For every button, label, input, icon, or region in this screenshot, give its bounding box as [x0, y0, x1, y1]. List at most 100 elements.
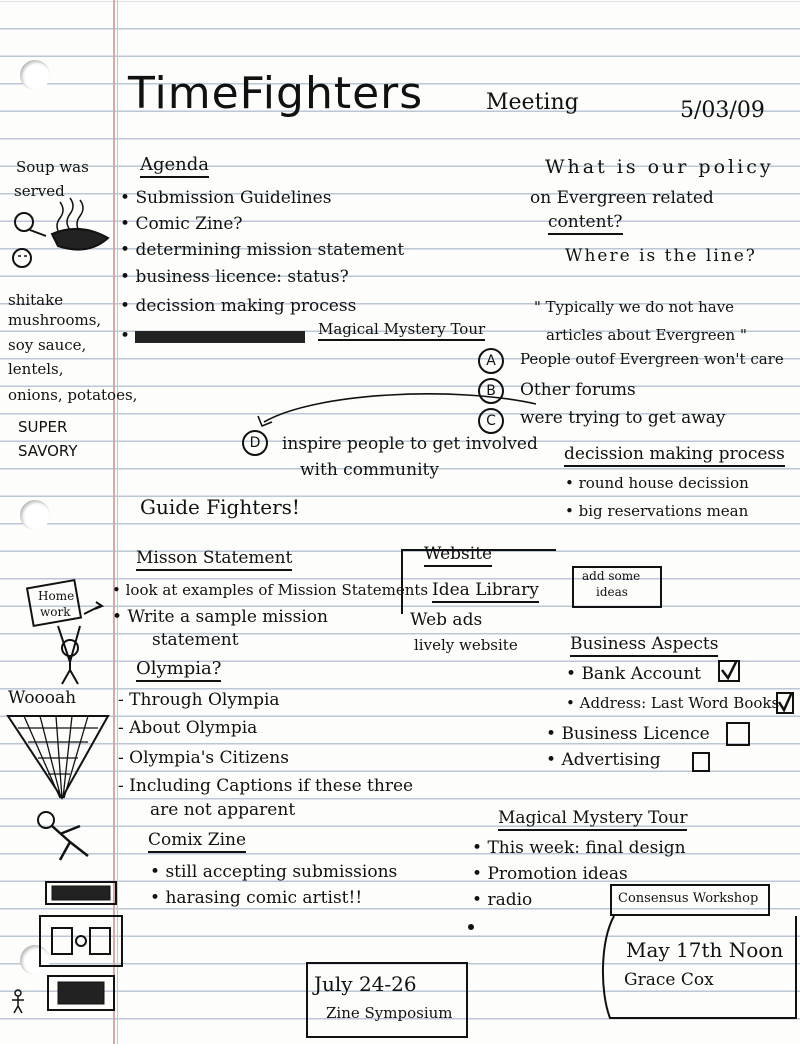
agenda-item: Magical Mystery Tour — [318, 322, 486, 341]
arrow-to-d-icon — [257, 393, 537, 428]
marker-c-icon: C — [478, 408, 504, 434]
punch-hole-top — [20, 60, 50, 90]
olympia-item: - About Olympia — [118, 718, 258, 738]
punch-hole-bottom — [20, 945, 50, 975]
agenda-item: • determining mission statement — [120, 240, 405, 260]
zine-symposium-dates: July 24-26 — [314, 972, 417, 996]
website-item: lively website — [414, 636, 518, 654]
decision-heading: decission making process — [564, 446, 785, 467]
consensus-when: May 17th Noon — [626, 938, 784, 962]
scribbled-out-text — [135, 330, 306, 343]
ingredient-line: shitake — [8, 291, 64, 309]
zine-symposium-box — [306, 962, 468, 1038]
policy-quote: " Typically we do not have — [534, 298, 735, 316]
business-item: • Advertising — [546, 750, 661, 770]
ingredient-line: soy sauce, — [8, 336, 87, 354]
homework-label: Home — [38, 589, 75, 603]
website-bracket — [401, 549, 556, 614]
wooah-label: Woooah — [8, 688, 77, 708]
comix-heading: Comix Zine — [148, 832, 247, 853]
agenda-item-crossed: • — [120, 328, 306, 345]
mystery-tour-heading: Magical Mystery Tour — [498, 810, 688, 831]
guide-fighters: Guide Fighters! — [140, 495, 300, 519]
mission-item: • Write a sample mission — [112, 607, 328, 627]
comix-item: • harasing comic artist!! — [150, 888, 363, 908]
policy-option: were trying to get away — [520, 408, 726, 428]
tiny-figure-icon — [12, 989, 24, 1014]
add-ideas-text: ideas — [596, 585, 628, 599]
margin-line — [113, 0, 115, 1044]
business-item: • Business Licence — [546, 724, 710, 744]
website-item: Web ads — [410, 610, 483, 630]
olympia-heading: Olympia? — [136, 660, 222, 682]
steam-doodle-icon — [12, 197, 110, 268]
business-licence-checkbox — [726, 722, 750, 746]
margin-line-inner — [117, 0, 118, 1044]
ingredient-line: onions, potatoes, — [8, 386, 138, 404]
decision-item: • round house decission — [565, 474, 749, 492]
agenda-item: • Comic Zine? — [120, 214, 243, 234]
inspire-line: inspire people to get involved — [282, 434, 538, 454]
verdict-line: SAVORY — [18, 442, 78, 460]
ingredient-line: lentels, — [8, 360, 64, 378]
add-ideas-box — [572, 566, 662, 608]
bank-account-checkbox — [718, 657, 740, 682]
agenda-item: • Submission Guidelines — [120, 188, 332, 208]
consensus-box-outline — [601, 915, 797, 1019]
agenda-item: • business licence: status? — [120, 267, 349, 287]
mission-item: • look at examples of Mission Statements — [112, 581, 429, 599]
funnel-grid-doodle-icon — [6, 715, 110, 800]
idea-library: Idea Library — [432, 582, 539, 603]
advertising-checkbox — [692, 752, 710, 772]
agenda-heading: Agenda — [140, 156, 210, 178]
zine-symposium-label: Zine Symposium — [326, 1004, 453, 1022]
inspire-line: with community — [300, 460, 439, 480]
agenda-item: • decission making process — [120, 296, 357, 316]
bullet-dot — [468, 924, 474, 930]
comix-item: • still accepting submissions — [150, 862, 398, 882]
mission-heading: Misson Statement — [136, 550, 293, 571]
address-checkbox — [776, 691, 794, 714]
ingredient-line: mushrooms, — [8, 311, 102, 329]
homework-label: work — [40, 605, 71, 619]
soup-line: Soup was — [16, 158, 89, 176]
meeting-label: Meeting — [486, 90, 579, 115]
soup-line: served — [14, 182, 65, 200]
olympia-item: are not apparent — [150, 800, 296, 820]
policy-quote: articles about Evergreen " — [546, 326, 747, 344]
policy-question: on Evergreen related — [530, 188, 714, 208]
mystery-item: • This week: final design — [472, 838, 686, 858]
homework-stickfigure-icon — [25, 578, 105, 685]
running-figure-icon — [37, 811, 89, 861]
marker-b-icon: B — [478, 378, 504, 404]
check-mark-icon — [721, 657, 740, 681]
meeting-date: 5/03/09 — [680, 98, 765, 123]
punch-hole-middle — [20, 500, 50, 530]
decision-item: • big reservations mean — [565, 502, 749, 520]
policy-question: content? — [548, 214, 623, 235]
business-item: • Bank Account — [566, 664, 702, 684]
policy-option: People outof Evergreen won't care — [520, 350, 784, 368]
policy-option: Other forums — [520, 380, 636, 400]
business-item: • Address: Last Word Books — [566, 694, 780, 712]
olympia-item: - Olympia's Citizens — [118, 748, 289, 768]
mystery-item: • Promotion ideas — [472, 864, 628, 884]
consensus-who: Grace Cox — [624, 970, 714, 990]
olympia-item: - Including Captions if these three — [118, 776, 414, 796]
verdict-line: SUPER — [18, 418, 68, 436]
robot-doodle-icon — [39, 881, 123, 1011]
consensus-label-box — [610, 884, 770, 916]
mission-item: statement — [152, 630, 239, 650]
mystery-item: • radio — [472, 890, 533, 910]
page-title: TimeFighters — [128, 68, 424, 119]
policy-subquestion: Where is the line? — [565, 246, 757, 266]
marker-d-icon: D — [242, 430, 268, 456]
marker-a-icon: A — [478, 348, 504, 374]
add-ideas-text: add some — [582, 569, 641, 583]
policy-question: What is our policy — [545, 156, 774, 178]
check-mark-icon — [777, 691, 794, 713]
olympia-item: - Through Olympia — [118, 690, 280, 710]
consensus-label: Consensus Workshop — [618, 891, 759, 906]
business-heading: Business Aspects — [570, 636, 719, 657]
